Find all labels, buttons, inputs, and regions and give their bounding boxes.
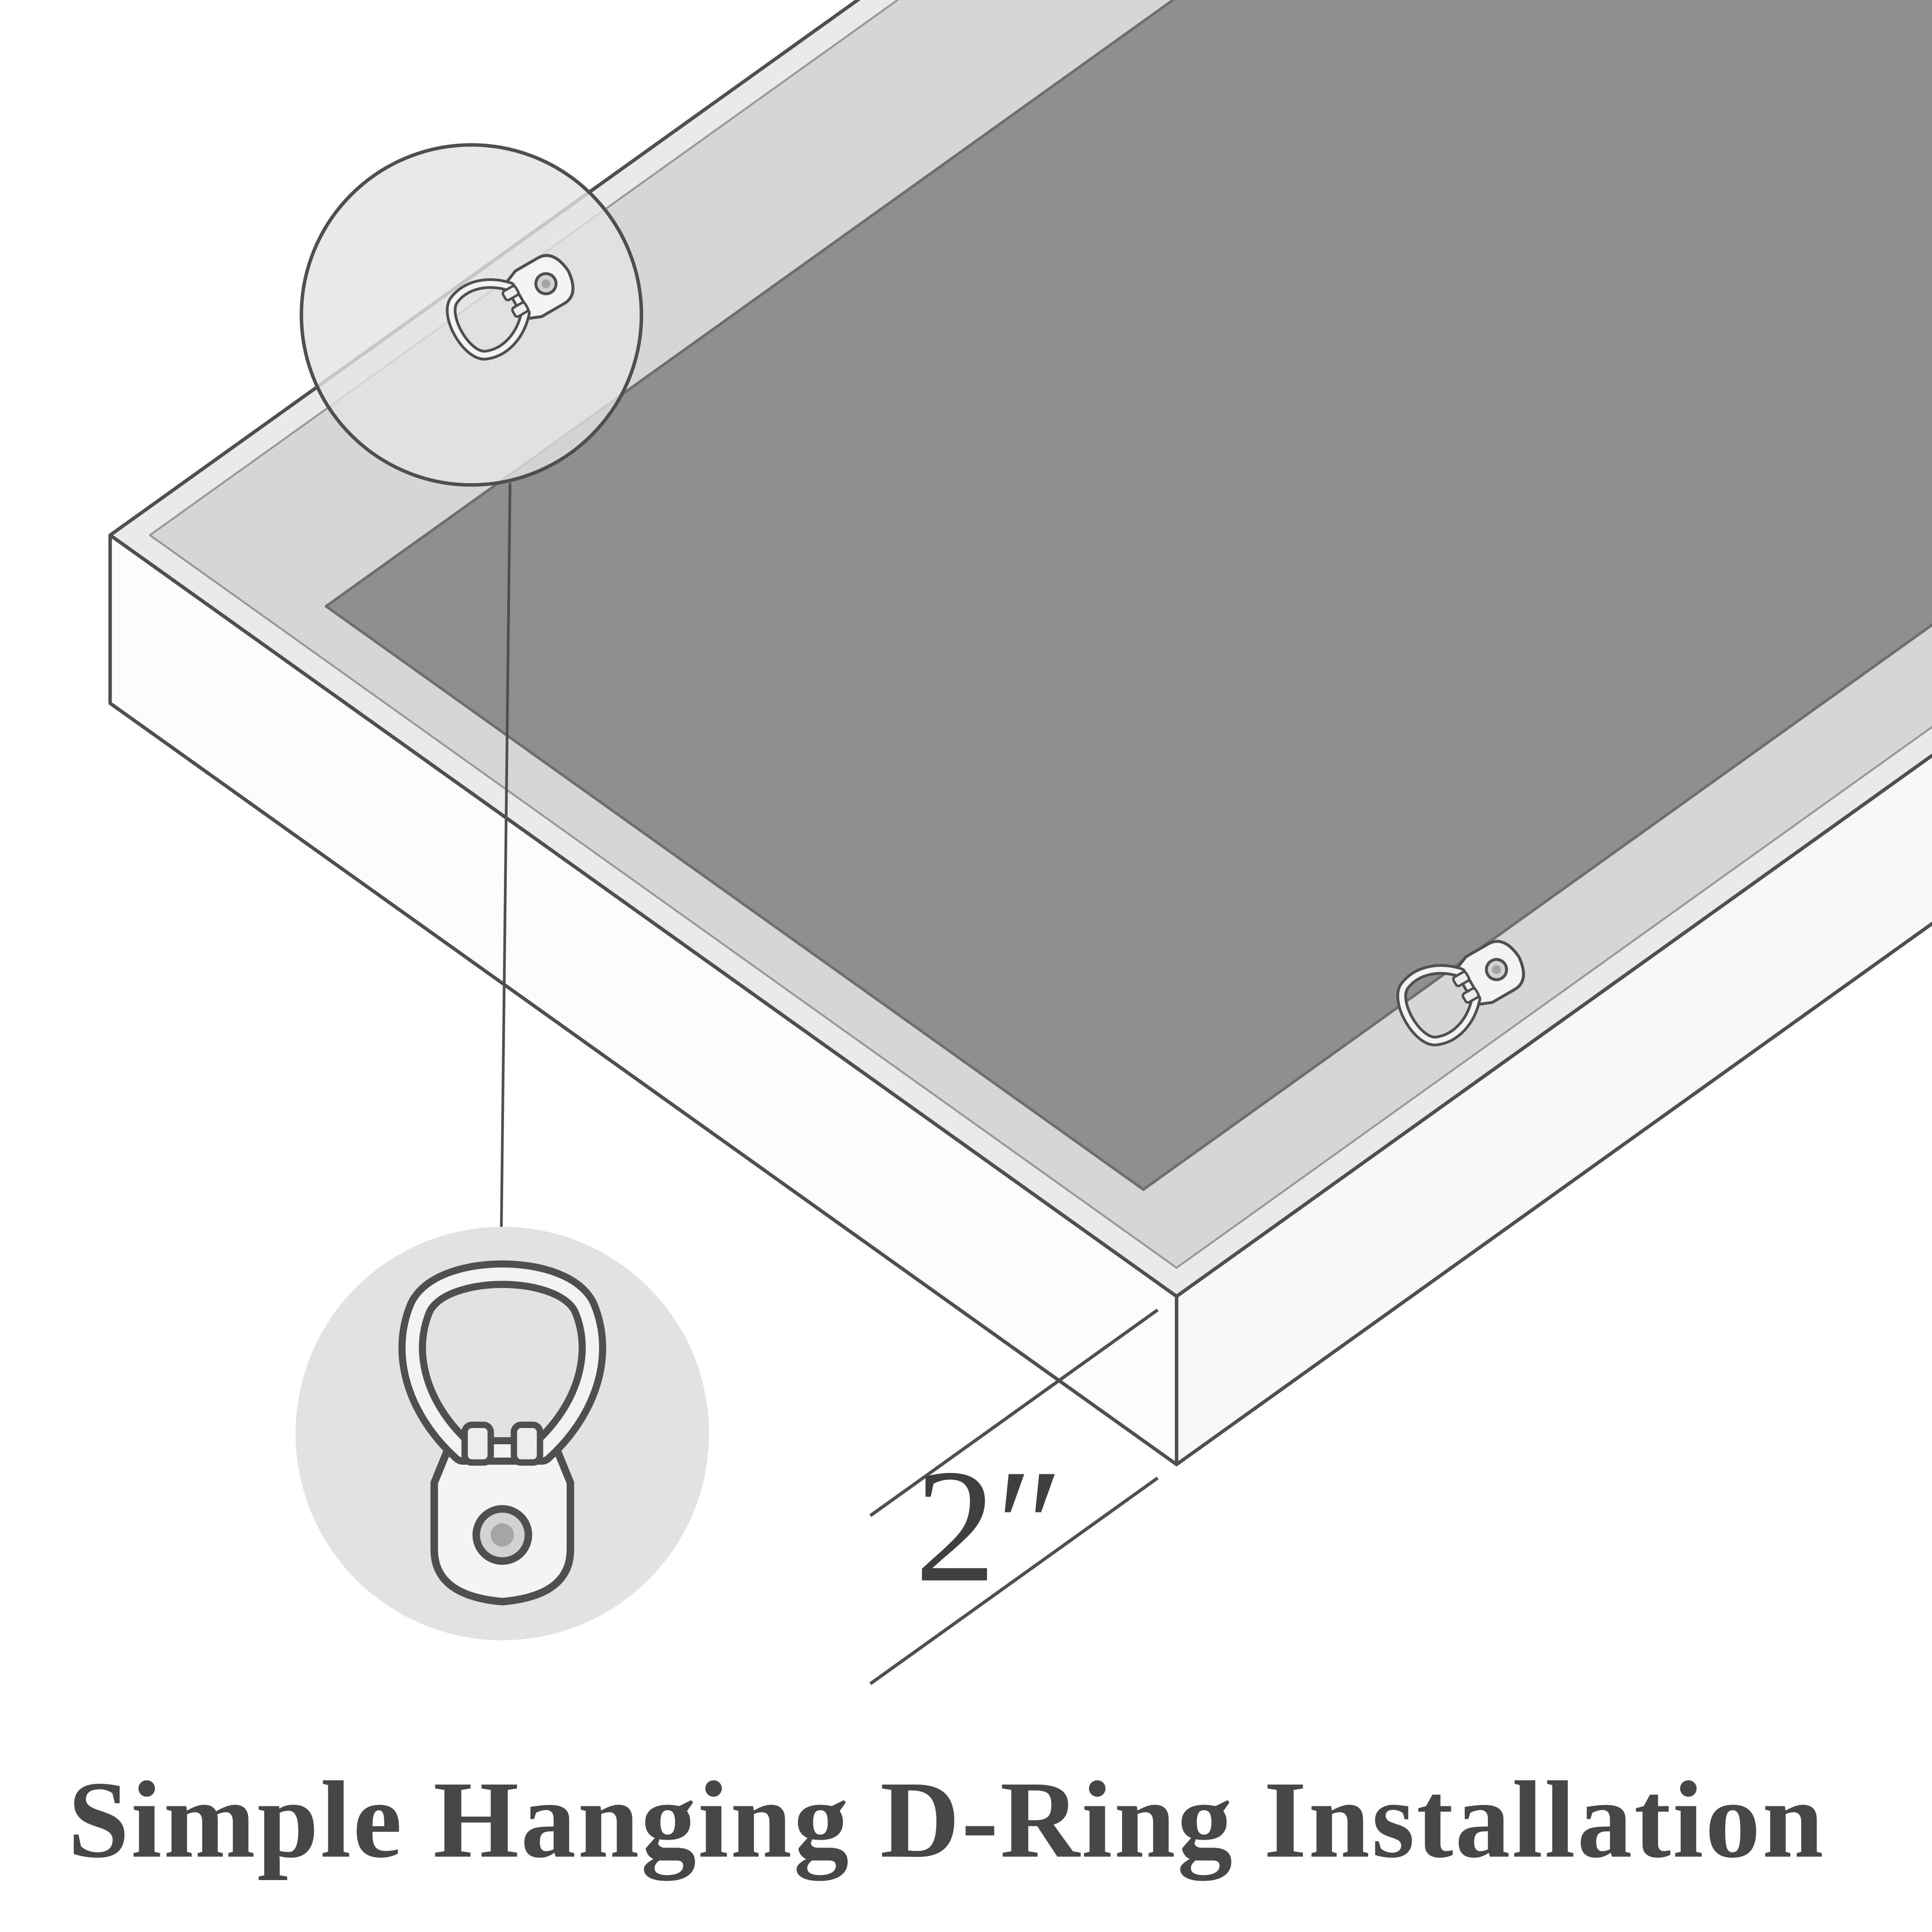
figure-title: Simple Hanging D-Ring Installation: [68, 1759, 1825, 1881]
detail-circle-zoom-source: [300, 143, 644, 487]
frame-side-face-right: [1174, 753, 1932, 1467]
zoom-connector-line: [500, 483, 512, 1228]
depth-dimension-label: 2″: [915, 1436, 1064, 1616]
depth-dimension-tick-1: [869, 1308, 1159, 1517]
depth-dimension: 2″: [869, 1308, 1159, 1685]
depth-dimension-tick-2: [869, 1476, 1159, 1685]
frame-backing-panel: [325, 0, 1932, 1191]
detail-circle-zoom-view: [295, 1227, 709, 1640]
